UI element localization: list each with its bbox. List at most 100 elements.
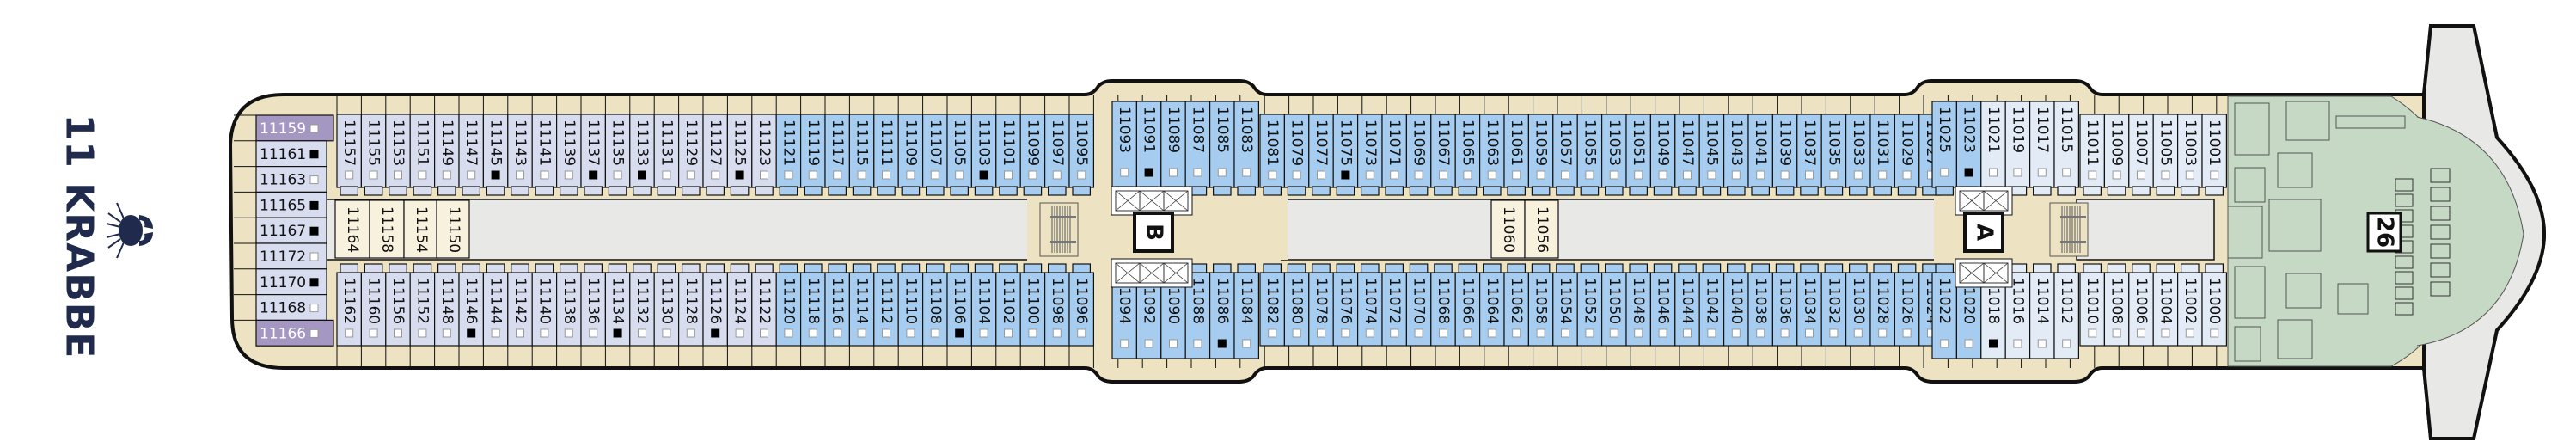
cabin-11139[interactable]: 11139 (555, 114, 582, 196)
cabin-11116[interactable]: 11116 (824, 263, 850, 347)
cabin-11138[interactable]: 11138 (555, 263, 582, 347)
cabin-11102[interactable]: 11102 (995, 263, 1021, 347)
cabin-11141[interactable]: 11141 (531, 114, 558, 196)
cabin-11022[interactable]: 11022 (1931, 263, 1957, 359)
cabin-11164[interactable]: 11164 (334, 199, 370, 259)
cabin-11115[interactable]: 11115 (848, 114, 875, 196)
cabin-11149[interactable]: 11149 (434, 114, 460, 196)
cabin-11114[interactable]: 11114 (848, 263, 875, 347)
cabin-11098[interactable]: 11098 (1043, 263, 1070, 347)
cabin-11015[interactable]: 11015 (2053, 101, 2079, 196)
cabin-11112[interactable]: 11112 (873, 263, 899, 347)
cabin-11145[interactable]: 11145 (482, 114, 509, 196)
cabin-11029[interactable]: 11029 (1894, 114, 1920, 196)
cabin-11033[interactable]: 11033 (1845, 114, 1871, 196)
cabin-11124[interactable]: 11124 (726, 263, 753, 347)
elevators-b-starboard[interactable] (1111, 258, 1193, 288)
cabin-11135[interactable]: 11135 (604, 114, 631, 196)
cabin-11009[interactable]: 11009 (2103, 114, 2130, 196)
cabin-11085[interactable]: 11085 (1208, 101, 1235, 196)
cabin-11146[interactable]: 11146 (458, 263, 484, 347)
cabin-11031[interactable]: 11031 (1869, 114, 1895, 196)
cabin-11052[interactable]: 11052 (1576, 263, 1603, 347)
cabin-11166[interactable]: 11166 (255, 319, 334, 347)
cabin-11133[interactable]: 11133 (629, 114, 655, 196)
cabin-11002[interactable]: 11002 (2177, 263, 2203, 347)
cabin-11066[interactable]: 11066 (1454, 263, 1481, 347)
cabin-11043[interactable]: 11043 (1722, 114, 1749, 196)
cabin-11088[interactable]: 11088 (1184, 263, 1211, 359)
cabin-11099[interactable]: 11099 (1019, 114, 1046, 196)
cabin-11132[interactable]: 11132 (629, 263, 655, 347)
cabin-11126[interactable]: 11126 (702, 263, 728, 347)
cabin-11076[interactable]: 11076 (1332, 263, 1359, 347)
cabin-11077[interactable]: 11077 (1308, 114, 1334, 196)
cabin-11084[interactable]: 11084 (1233, 263, 1259, 359)
cabin-11155[interactable]: 11155 (360, 114, 387, 196)
cabin-11062[interactable]: 11062 (1503, 263, 1529, 347)
venue-26-marker[interactable]: 26 (2366, 212, 2402, 253)
cabin-11160[interactable]: 11160 (360, 263, 387, 347)
cabin-11079[interactable]: 11079 (1283, 114, 1310, 196)
cabin-11120[interactable]: 11120 (775, 263, 802, 347)
public-area-venue-26[interactable]: 26 (2227, 95, 2524, 367)
cabin-11053[interactable]: 11053 (1600, 114, 1627, 196)
cabin-11046[interactable]: 11046 (1649, 263, 1676, 347)
cabin-11119[interactable]: 11119 (799, 114, 826, 196)
cabin-11050[interactable]: 11050 (1600, 263, 1627, 347)
cabin-11101[interactable]: 11101 (995, 114, 1021, 196)
cabin-11153[interactable]: 11153 (385, 114, 411, 196)
cabin-11035[interactable]: 11035 (1820, 114, 1847, 196)
cabin-11158[interactable]: 11158 (369, 199, 405, 259)
cabin-11151[interactable]: 11151 (409, 114, 436, 196)
cabin-11159[interactable]: 11159 (255, 114, 334, 142)
cabin-11072[interactable]: 11072 (1381, 263, 1407, 347)
cabin-11012[interactable]: 11012 (2053, 263, 2079, 359)
cabin-11017[interactable]: 11017 (2029, 101, 2055, 196)
cabin-11073[interactable]: 11073 (1356, 114, 1383, 196)
cabin-11104[interactable]: 11104 (970, 263, 997, 347)
cabin-11137[interactable]: 11137 (580, 114, 606, 196)
cabin-11089[interactable]: 11089 (1160, 101, 1186, 196)
cabin-11167[interactable]: 11167 (255, 217, 327, 244)
stairwell-b-marker[interactable]: B (1133, 212, 1174, 253)
cabin-11170[interactable]: 11170 (255, 268, 327, 296)
cabin-11048[interactable]: 11048 (1625, 263, 1651, 347)
cabin-11070[interactable]: 11070 (1405, 263, 1432, 347)
elevators-a-starboard[interactable] (1955, 258, 2013, 288)
cabin-11081[interactable]: 11081 (1259, 114, 1285, 196)
cabin-11130[interactable]: 11130 (653, 263, 680, 347)
cabin-11143[interactable]: 11143 (507, 114, 533, 196)
cabin-11028[interactable]: 11028 (1869, 263, 1895, 347)
staircase-aft[interactable] (1039, 202, 1079, 257)
cabin-11111[interactable]: 11111 (873, 114, 899, 196)
elevators-b-port[interactable] (1111, 186, 1193, 216)
cabin-11140[interactable]: 11140 (531, 263, 558, 347)
cabin-11068[interactable]: 11068 (1430, 263, 1456, 347)
cabin-11042[interactable]: 11042 (1698, 263, 1725, 347)
outer-deck-seating[interactable] (2416, 116, 2524, 347)
cabin-11036[interactable]: 11036 (1771, 263, 1798, 347)
cabin-11078[interactable]: 11078 (1308, 263, 1334, 347)
cabin-11004[interactable]: 11004 (2152, 263, 2179, 347)
cabin-11131[interactable]: 11131 (653, 114, 680, 196)
cabin-11086[interactable]: 11086 (1208, 263, 1235, 359)
cabin-11108[interactable]: 11108 (921, 263, 948, 347)
cabin-11032[interactable]: 11032 (1820, 263, 1847, 347)
cabin-11122[interactable]: 11122 (751, 263, 777, 347)
cabin-11041[interactable]: 11041 (1747, 114, 1773, 196)
cabin-11168[interactable]: 11168 (255, 294, 327, 322)
cabin-11030[interactable]: 11030 (1845, 263, 1871, 347)
cabin-11058[interactable]: 11058 (1527, 263, 1554, 347)
cabin-11097[interactable]: 11097 (1043, 114, 1070, 196)
cabin-11023[interactable]: 11023 (1955, 101, 1982, 196)
cabin-11156[interactable]: 11156 (385, 263, 411, 347)
cabin-11008[interactable]: 11008 (2103, 263, 2130, 347)
cabin-11034[interactable]: 11034 (1796, 263, 1822, 347)
cabin-11147[interactable]: 11147 (458, 114, 484, 196)
cabin-11071[interactable]: 11071 (1381, 114, 1407, 196)
cabin-11049[interactable]: 11049 (1649, 114, 1676, 196)
cabin-11014[interactable]: 11014 (2029, 263, 2055, 359)
cabin-11136[interactable]: 11136 (580, 263, 606, 347)
cabin-11123[interactable]: 11123 (751, 114, 777, 196)
